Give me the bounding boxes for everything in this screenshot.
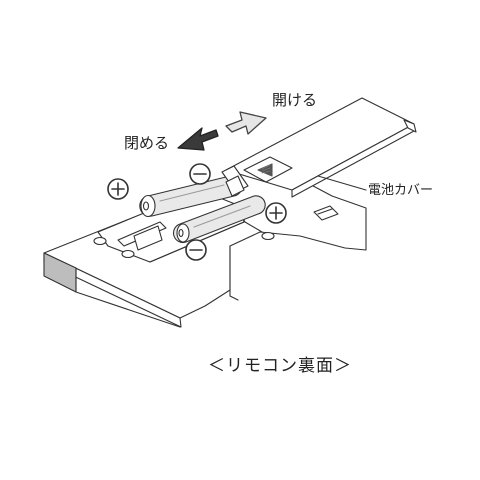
open-label: 開ける xyxy=(272,91,318,109)
battery-front-highlight xyxy=(159,184,225,202)
battery-cover xyxy=(221,97,417,198)
close-arrow-icon xyxy=(177,127,219,151)
screw-hole-left xyxy=(93,236,107,246)
direction-arrows xyxy=(177,111,267,151)
close-label: 閉める xyxy=(124,134,170,152)
diagram-caption: ＜リモコン裏面＞ xyxy=(208,356,352,376)
battery-cover-label: 電池カバー xyxy=(368,183,434,198)
battery-back xyxy=(172,195,266,244)
plus-icon xyxy=(265,202,287,224)
minus-icon xyxy=(185,239,207,261)
screw-hole-right xyxy=(121,249,135,259)
polarity-markers xyxy=(107,163,287,261)
cover-leader-line xyxy=(317,175,367,191)
battery-back-terminal xyxy=(178,228,184,238)
battery-back-body xyxy=(172,195,266,244)
remote-top-face xyxy=(43,162,367,319)
minus-icon xyxy=(189,163,211,185)
remote-underside-edge xyxy=(75,291,181,328)
latch-slot-inner xyxy=(317,208,333,215)
spring-contact-right xyxy=(133,225,163,251)
cover-tab-notch xyxy=(225,175,245,197)
screw-hole-back xyxy=(261,231,275,241)
cover-back-lip xyxy=(403,119,417,133)
battery-front-terminal xyxy=(142,201,150,211)
remote-body xyxy=(43,162,367,328)
plus-icon xyxy=(107,178,129,200)
battery-back-highlight xyxy=(193,205,251,228)
remote-right-contour xyxy=(229,245,239,301)
open-arrow-icon xyxy=(225,111,267,135)
triangle-mark-hatch xyxy=(261,164,271,174)
batteries xyxy=(139,175,266,244)
